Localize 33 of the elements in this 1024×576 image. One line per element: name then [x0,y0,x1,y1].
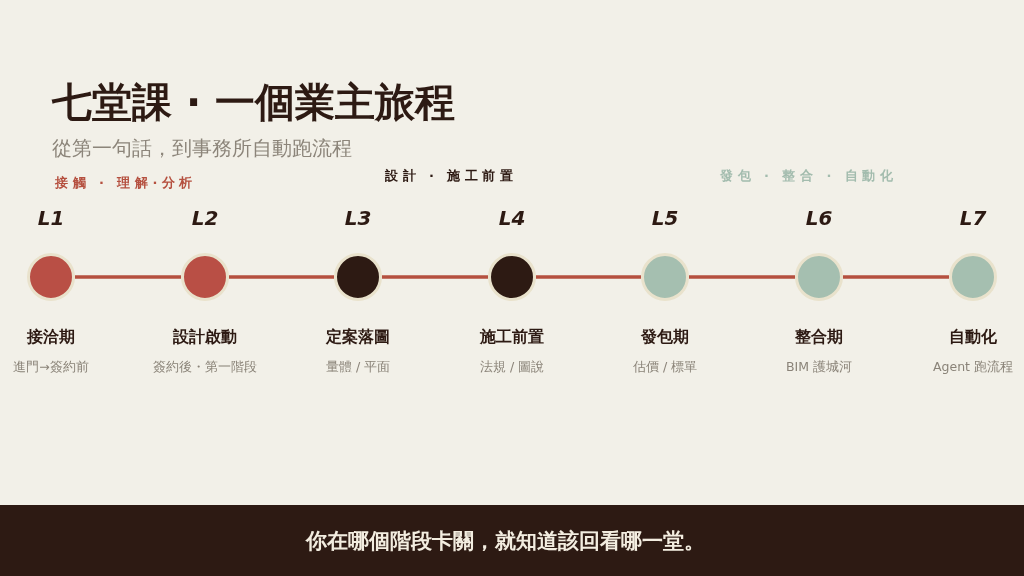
stage-note: 法規 / 圖說 [479,359,545,375]
stage-note: 估價 / 標單 [632,359,698,375]
stage-note: 簽約後・第一階段 [153,359,257,375]
stage-title: 設計啟動 [173,327,237,347]
connector-line [689,275,795,279]
stage-title: 自動化 [949,327,997,347]
group-label: 設計 · 施工前置 [385,167,518,185]
stage-title: 接洽期 [27,327,75,347]
stage-title: 整合期 [795,327,843,347]
stage-title: 發包期 [641,327,689,347]
title: 七堂課 · 一個業主旅程 [52,78,456,126]
subtitle: 從第一句話，到事務所自動跑流程 [52,135,352,161]
connector-line [843,275,949,279]
step-label: L1 [37,206,65,230]
step-label: L7 [959,206,987,230]
step-label: L5 [651,206,679,230]
connector-line [75,275,181,279]
step-label: L6 [805,206,833,230]
group-label: 接觸 · 理解·分析 [55,174,197,192]
connector-line [536,275,641,279]
stage-note: 進門→簽約前 [13,359,89,375]
step-label: L4 [498,206,526,230]
connector-line [382,275,488,279]
stage-title: 定案落圖 [326,327,390,347]
stage-note: Agent 跑流程 [933,359,1013,375]
stage-note: 量體 / 平面 [325,359,391,375]
caption-bar: 你在哪個階段卡關，就知道該回看哪一堂。 [0,505,1024,576]
group-label: 發包 · 整合 · 自動化 [720,167,898,185]
stage-title: 施工前置 [480,327,544,347]
connector-line [229,275,334,279]
step-label: L2 [191,206,219,230]
stage-note: BIM 護城河 [786,359,852,375]
step-label: L3 [344,206,372,230]
